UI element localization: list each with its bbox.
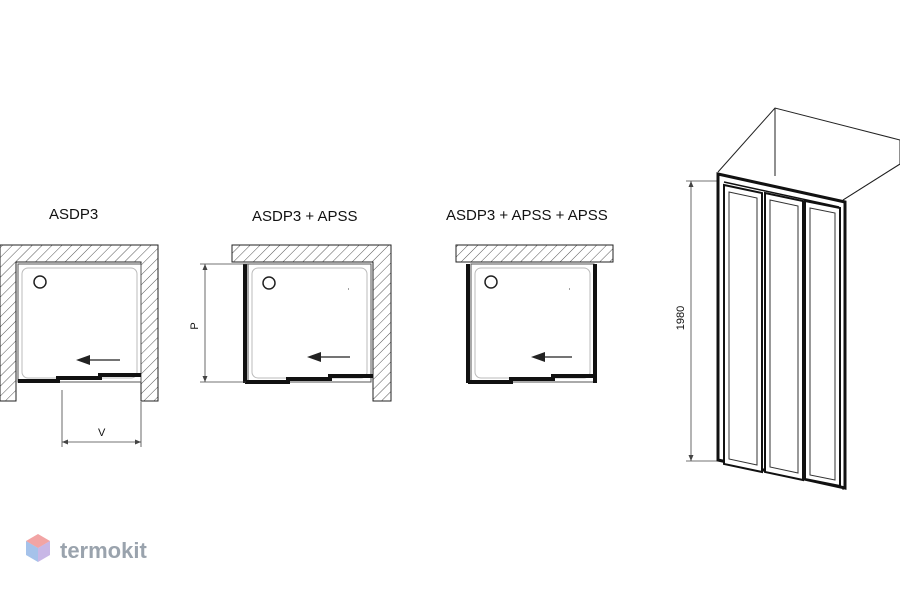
- wall-hatch: [0, 244, 159, 402]
- sliding-direction-arrow-icon: [307, 352, 350, 362]
- door-panel-1: [723, 183, 763, 474]
- sliding-door-panels: [468, 374, 595, 384]
- termokit-watermark: termokit: [26, 534, 147, 563]
- drain-icon: [33, 275, 47, 289]
- plan-title-asdp3-apss: ASDP3 + APSS: [252, 208, 357, 225]
- plan-asdp3-apss-apss: ASDP3 + APSS + APSS: [446, 207, 614, 384]
- door-panel-3: [804, 199, 841, 488]
- drain-icon: [484, 275, 498, 289]
- drain-icon: [262, 276, 276, 290]
- termokit-logo-icon: [26, 534, 50, 562]
- watermark-text: termokit: [60, 538, 147, 563]
- height-label: 1980: [675, 306, 687, 330]
- wall-hatch: [231, 244, 392, 402]
- plan-title-asdp3-apss-apss: ASDP3 + APSS + APSS: [446, 207, 608, 224]
- sliding-door-panels: [245, 374, 373, 384]
- sliding-door-panels: [18, 373, 141, 383]
- width-dimension: [61, 390, 142, 447]
- plan-asdp3-apss: ASDP3 + APSS P: [189, 208, 392, 402]
- depth-label: P: [189, 322, 201, 329]
- wall-hatch: [455, 244, 614, 263]
- plan-title-asdp3: ASDP3: [49, 206, 98, 223]
- plan-asdp3: ASDP3 V: [0, 206, 159, 447]
- width-label: V: [98, 427, 106, 439]
- room-side-edge: [842, 163, 900, 201]
- elevation-view: 1980: [675, 107, 900, 490]
- height-dimension: [686, 180, 722, 462]
- depth-dimension: [200, 263, 248, 383]
- sliding-direction-arrow-icon: [76, 355, 120, 365]
- sliding-direction-arrow-icon: [531, 352, 572, 362]
- door-top-rail: [723, 181, 840, 208]
- door-panel-2: [764, 191, 804, 482]
